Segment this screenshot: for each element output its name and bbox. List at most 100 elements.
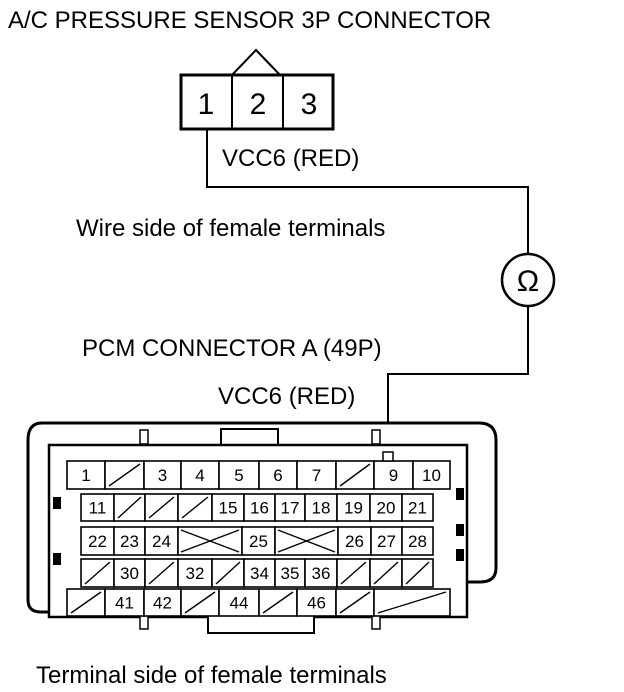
unused-cavity-mark — [339, 463, 371, 487]
pcm-terminal-23: 23 — [113, 526, 146, 556]
pcm-terminal-7: 7 — [296, 460, 337, 490]
pcm-pin-label-32: 32 — [186, 564, 205, 583]
sensor-connector-housing — [179, 73, 335, 131]
test-lead-lower — [387, 307, 529, 456]
pcm-terminal-32: 32 — [177, 558, 213, 588]
pcm-pin-label-11: 11 — [89, 499, 107, 518]
pcm-terminal-empty — [401, 558, 434, 588]
pcm-terminal-28: 28 — [401, 526, 434, 556]
pcm-pin-label-22: 22 — [88, 532, 107, 551]
pcm-pin-label-46: 46 — [307, 594, 326, 613]
pcm-terminal-18: 18 — [304, 493, 338, 522]
unused-cavity-mark — [84, 561, 111, 585]
pcm-terminal-empty — [104, 460, 145, 490]
polarization-keys — [53, 488, 464, 565]
pcm-pin-label-7: 7 — [312, 466, 321, 485]
pcm-terminal-empty — [211, 558, 245, 588]
pcm-terminal-30: 30 — [113, 558, 146, 588]
pcm-pin-label-4: 4 — [195, 466, 204, 485]
pcm-terminal-empty — [177, 493, 213, 522]
terminal-side-note: Terminal side of female terminals — [36, 662, 387, 689]
pcm-pin-label-20: 20 — [377, 499, 396, 518]
pcm-terminal-17: 17 — [274, 493, 306, 522]
pcm-terminal-36: 36 — [304, 558, 338, 588]
pcm-terminal-empty — [373, 588, 451, 617]
pcm-pin-label-30: 30 — [120, 564, 139, 583]
unused-cavity-mark — [184, 591, 216, 614]
pcm-terminal-15: 15 — [211, 493, 245, 522]
pcm-terminal-21: 21 — [401, 493, 434, 522]
unused-cavity-mark — [340, 561, 367, 585]
sensor-connector: 1 2 3 — [179, 48, 335, 131]
pcm-terminal-16: 16 — [243, 493, 276, 522]
pcm-pin-label-41: 41 — [115, 594, 134, 613]
pcm-pin-label-25: 25 — [249, 532, 268, 551]
pcm-pin-label-34: 34 — [250, 564, 269, 583]
pcm-terminal-3: 3 — [143, 460, 182, 490]
pcm-terminal-empty — [369, 558, 403, 588]
pcm-pin-label-44: 44 — [230, 594, 249, 613]
pcm-terminal-34: 34 — [243, 558, 276, 588]
pcm-terminal-22: 22 — [80, 526, 115, 556]
unused-cavity-mark — [181, 496, 209, 519]
pcm-pin-label-27: 27 — [377, 532, 396, 551]
unused-cavity-mark — [148, 496, 175, 519]
pcm-terminal-empty — [336, 558, 371, 588]
pcm-terminal-26: 26 — [337, 526, 372, 556]
pcm-terminal-41: 41 — [104, 588, 145, 617]
test-lead-wires — [206, 129, 529, 456]
wire-label-top: VCC6 (RED) — [222, 145, 359, 172]
pcm-terminal-empty — [144, 493, 179, 522]
sensor-pin-3: 3 — [301, 88, 318, 121]
pcm-pin-label-17: 17 — [281, 499, 300, 518]
unused-cavity-mark — [373, 561, 399, 585]
pcm-pin-label-42: 42 — [153, 594, 172, 613]
pcm-terminal-empty — [180, 588, 220, 617]
unused-cavity-mark — [108, 463, 141, 487]
pcm-pin-label-10: 10 — [422, 466, 441, 485]
pcm-connector-title: PCM CONNECTOR A (49P) — [82, 335, 382, 362]
pcm-terminal-empty — [80, 558, 115, 588]
pcm-terminal-empty — [113, 493, 146, 522]
test-lead-upper — [206, 129, 529, 253]
pcm-terminal-9: 9 — [373, 460, 414, 490]
pcm-pin-label-15: 15 — [219, 499, 238, 518]
unused-cavity-mark — [180, 529, 240, 553]
pcm-terminal-1: 1 — [66, 460, 106, 490]
pcm-terminal-10: 10 — [412, 460, 451, 490]
pcm-pin-label-21: 21 — [408, 499, 427, 518]
pcm-terminal-24: 24 — [144, 526, 179, 556]
wire-label-bottom: VCC6 (RED) — [218, 383, 355, 410]
pcm-pin-label-5: 5 — [234, 466, 243, 485]
pcm-pin-label-19: 19 — [344, 499, 363, 518]
pcm-terminal-4: 4 — [180, 460, 220, 490]
sensor-pin-1: 1 — [198, 88, 215, 121]
pcm-pin-label-9: 9 — [389, 466, 398, 485]
pcm-pin-label-3: 3 — [158, 466, 167, 485]
pcm-terminal-11: 11 — [80, 493, 115, 522]
connector-lock-tab — [231, 48, 281, 76]
unused-cavity-mark — [117, 496, 142, 519]
pcm-pin-label-16: 16 — [250, 499, 269, 518]
housing-bottom-latch — [207, 614, 315, 634]
pcm-terminal-empty — [335, 588, 375, 617]
pcm-terminal-6: 6 — [258, 460, 298, 490]
unused-cavity-mark — [277, 529, 336, 553]
pcm-terminal-empty — [274, 526, 339, 556]
pcm-pin-label-1: 1 — [81, 466, 90, 485]
pcm-pin-label-6: 6 — [273, 466, 282, 485]
pcm-terminal-20: 20 — [369, 493, 403, 522]
pcm-terminal-empty — [258, 588, 298, 617]
pcm-terminal-44: 44 — [218, 588, 260, 617]
pcm-pin-label-28: 28 — [408, 532, 427, 551]
unused-cavity-mark — [377, 591, 447, 614]
probe-tip-marker-pin-9 — [382, 451, 394, 462]
pcm-terminal-19: 19 — [336, 493, 371, 522]
pcm-pin-label-26: 26 — [345, 532, 364, 551]
pcm-pin-label-24: 24 — [152, 532, 171, 551]
pcm-terminal-35: 35 — [274, 558, 306, 588]
pcm-terminal-25: 25 — [241, 526, 276, 556]
pcm-terminal-42: 42 — [143, 588, 182, 617]
